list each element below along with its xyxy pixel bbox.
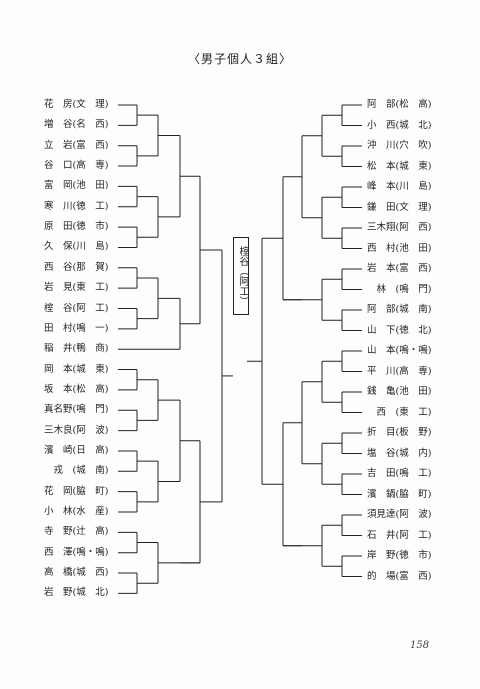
right-player-name: 峰 本(川 島)	[367, 181, 432, 192]
left-player-name: 高 橋(城 西)	[44, 567, 109, 579]
left-player-name: 西 澤(鳴・鳴)	[44, 546, 109, 558]
right-player-name: 小 西(城 北)	[367, 119, 432, 131]
left-player-name: 寒 川(徳 工)	[44, 200, 109, 212]
left-player-name: 榁 谷(阿 工)	[44, 302, 109, 314]
right-player-name: 鎌 田(文 理)	[367, 201, 432, 213]
right-player-name: 塩 谷(城 内)	[367, 447, 432, 459]
right-player-name: 山 本(鳴・鳴)	[367, 345, 432, 356]
left-player-name: 田 村(鳴 一)	[44, 322, 109, 334]
left-player-name: 花 岡(脇 町)	[44, 485, 109, 497]
left-player-name: 岡 本(城 東)	[44, 363, 109, 375]
left-player-name: 小 林(水 産)	[44, 506, 109, 517]
left-player-name: 三木良(阿 波)	[44, 424, 109, 436]
right-player-name: 三木翔(阿 西)	[367, 222, 432, 233]
left-player-name: 原 田(徳 市)	[44, 221, 109, 233]
right-player-name: 山 下(徳 北)	[367, 324, 432, 336]
right-player-name: 須見達(阿 波)	[367, 509, 432, 520]
left-player-name: 寺 野(辻 高)	[44, 526, 109, 538]
right-player-name: 吉 田(鳴 工)	[367, 468, 432, 479]
right-player-name: 岩 本(富 西)	[367, 263, 432, 274]
champion-box: 榁谷（阿工）	[233, 237, 249, 315]
right-player-name: 岸 野(徳 市)	[367, 550, 432, 561]
left-player-name: 岩 野(城 北)	[44, 587, 109, 599]
right-player-name: 林 (鳴 門)	[367, 283, 432, 295]
right-player-name: 平 川(高 専)	[367, 365, 432, 377]
left-player-name: 岩 見(東 工)	[44, 282, 109, 294]
right-player-name: 沖 川(穴 吹)	[367, 140, 432, 151]
left-player-name: 富 岡(池 田)	[44, 180, 109, 192]
left-player-name: 花 房(文 理)	[44, 99, 109, 110]
right-player-name: 的 場(富 西)	[367, 570, 432, 582]
left-player-name: 稲 井(鴨 商)	[44, 343, 109, 355]
right-player-name: 石 井(阿 工)	[367, 529, 432, 541]
left-player-name: 坂 本(松 高)	[44, 383, 109, 395]
right-player-name: 西 村(池 田)	[367, 242, 432, 254]
left-player-name: 戎 (城 南)	[44, 465, 109, 477]
right-player-name: 折 目(板 野)	[367, 427, 432, 438]
left-player-name: 真名野(鳴 門)	[44, 404, 109, 416]
left-player-name: 増 谷(名 西)	[44, 119, 109, 131]
left-player-name: 久 保(川 島)	[44, 241, 109, 253]
left-player-name: 西 谷(那 賀)	[44, 261, 109, 273]
right-player-name: 松 本(城 東)	[367, 160, 432, 172]
right-player-name: 銭 亀(池 田)	[367, 386, 432, 397]
right-player-name: 阿 部(松 高)	[367, 99, 432, 110]
right-player-name: 西 (東 工)	[367, 406, 432, 418]
right-player-name: 阿 部(城 南)	[367, 304, 432, 315]
left-player-name: 立 岩(富 西)	[44, 139, 109, 151]
right-player-name: 濱 鍋(脇 町)	[367, 488, 432, 500]
page-title: 〈男子個人３組〉	[187, 52, 292, 66]
left-player-name: 濱 崎(日 高)	[44, 444, 109, 456]
left-player-name: 谷 口(高 専)	[44, 160, 109, 172]
page-number: 158	[410, 640, 430, 651]
